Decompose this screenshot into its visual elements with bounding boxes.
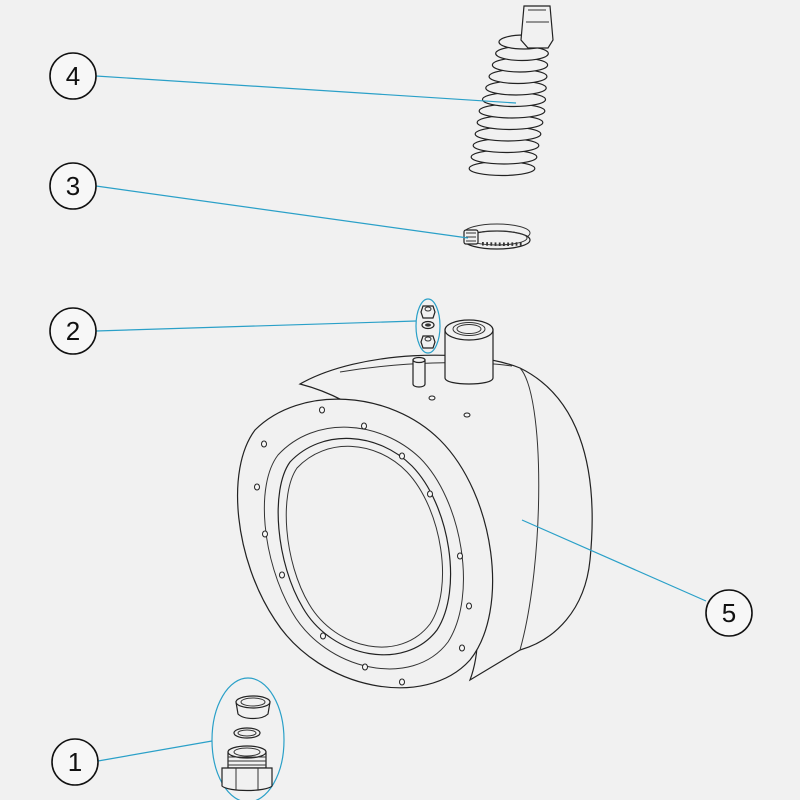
callout-bubble <box>49 52 97 100</box>
callout-bubble <box>49 162 97 210</box>
leader-5 <box>521 519 707 602</box>
callout-bubble <box>705 589 753 637</box>
bolt-hole <box>466 602 472 610</box>
bolt-hole <box>319 406 325 414</box>
threaded-boss <box>444 319 494 385</box>
bolt-hole <box>361 422 367 430</box>
callout-number: 4 <box>66 61 80 91</box>
callout-number: 2 <box>66 316 80 346</box>
threaded-adapter <box>221 745 273 792</box>
nut-bottom <box>420 335 436 349</box>
bolt-hole <box>427 490 433 498</box>
leader-1 <box>97 740 213 762</box>
lens-opening <box>277 437 452 656</box>
callout-number: 1 <box>68 747 82 777</box>
callout-3: 3 <box>49 162 97 210</box>
hose-top-cuff <box>520 5 554 49</box>
bolt-hole <box>459 644 465 652</box>
bolt-hole <box>457 552 463 560</box>
washer <box>421 320 435 330</box>
fitting-washer <box>233 727 261 739</box>
bolt-hole <box>320 632 326 640</box>
hose-cuff-detail <box>526 9 549 23</box>
callout-bubble <box>49 307 97 355</box>
callout-4: 4 <box>49 52 97 100</box>
fitting-set <box>211 677 285 800</box>
flange-bolt-holes <box>254 406 472 686</box>
stud-pin <box>412 356 426 388</box>
nut-top <box>420 305 436 319</box>
bolt-hole <box>261 440 267 448</box>
callout-2: 2 <box>49 307 97 355</box>
callout-number: 5 <box>722 598 736 628</box>
callout-number: 3 <box>66 171 80 201</box>
group-oval-2 <box>415 298 441 354</box>
niche-housing <box>236 319 593 689</box>
leader-4 <box>95 75 517 104</box>
bolt-hole <box>362 663 368 671</box>
leader-2 <box>95 320 417 332</box>
bolt-hole <box>262 530 268 538</box>
hose-clamp <box>463 223 531 250</box>
callout-bubble <box>51 738 99 786</box>
bolt-hole <box>399 678 405 686</box>
bolt-hole <box>399 452 405 460</box>
bolt-hole <box>279 571 285 579</box>
group-oval-1 <box>211 677 285 800</box>
leader-3 <box>95 185 469 239</box>
fitting-ring <box>235 695 271 720</box>
callout-5: 5 <box>705 589 753 637</box>
corrugated-hose <box>468 5 554 177</box>
callout-1: 1 <box>51 738 99 786</box>
leader-lines <box>95 75 707 762</box>
bolt-hole <box>254 483 260 491</box>
nut-washer-set <box>415 298 441 354</box>
